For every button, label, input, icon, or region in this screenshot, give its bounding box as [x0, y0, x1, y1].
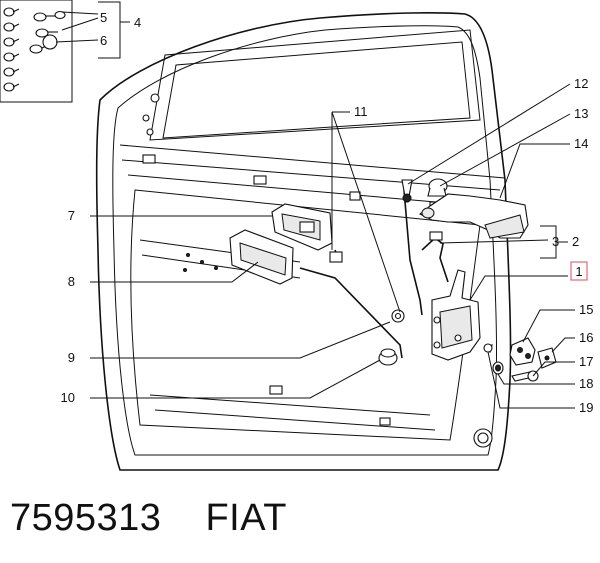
callout-18: 18 — [579, 376, 593, 391]
callout-7: 7 — [68, 208, 75, 223]
callout-17: 17 — [579, 354, 593, 369]
leader-5 — [61, 11, 99, 31]
lock-cylinder — [427, 178, 448, 197]
callout-19: 19 — [579, 400, 593, 415]
door-lock-diagram: 5 4 6 7 8 9 10 11 12 13 14 3 2 1 15 16 1… — [0, 0, 594, 471]
outside-handle — [418, 193, 529, 239]
callout-9: 9 — [68, 350, 75, 365]
bracket-4 — [98, 1, 130, 59]
callout-labels: 5 4 6 7 8 9 10 11 12 13 14 3 2 1 15 16 1… — [61, 10, 594, 415]
screw-kit-inset — [0, 0, 73, 103]
part-number: 7595313 — [10, 496, 162, 539]
handle-bezel — [229, 229, 294, 285]
door-lock-mechanism — [431, 269, 481, 361]
callout-2: 2 — [572, 234, 579, 249]
lock-link-rod — [421, 231, 449, 283]
brand-name: FIAT — [205, 496, 287, 539]
callout-13: 13 — [574, 106, 588, 121]
callout-15: 15 — [579, 302, 593, 317]
lock-knob-rod — [401, 179, 413, 203]
lock-cylinder-keys — [29, 10, 66, 54]
door-button — [378, 348, 398, 366]
callout-14: 14 — [574, 136, 588, 151]
callout-12: 12 — [574, 76, 588, 91]
callout-1-highlight-box — [570, 261, 588, 281]
callout-11: 11 — [354, 104, 368, 119]
leader-lines — [90, 83, 575, 409]
rod-clips — [329, 251, 405, 323]
callout-16: 16 — [579, 330, 593, 345]
striker-hardware — [483, 337, 557, 382]
callout-1: 1 — [575, 264, 582, 279]
footer-caption: 7595313 FIAT — [10, 493, 287, 543]
callout-3: 3 — [552, 234, 559, 249]
inside-handle-assembly — [271, 203, 333, 251]
callout-4: 4 — [134, 15, 141, 30]
leader-6 — [55, 39, 99, 43]
callout-8: 8 — [68, 274, 75, 289]
callout-10: 10 — [61, 390, 75, 405]
callout-6: 6 — [100, 33, 107, 48]
callout-5: 5 — [100, 10, 107, 25]
screw-set — [3, 7, 20, 92]
